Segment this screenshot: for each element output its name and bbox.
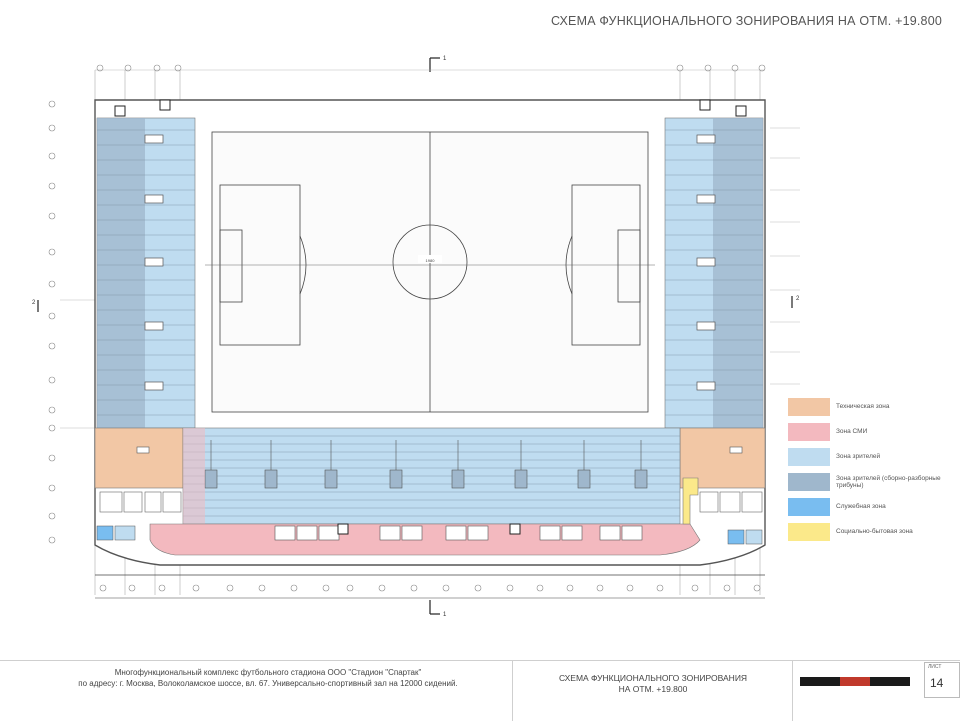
project-description-line2: по адресу: г. Москва, Волоколамское шосс… [78, 679, 458, 688]
legend-label: Зона зрителей (сборно-разборные трибуны) [836, 474, 941, 490]
service-zone-left [96, 525, 114, 541]
legend-item: Зона СМИ [788, 421, 953, 443]
legend-label: Техническая зона [836, 403, 890, 411]
project-description: Многофункциональный комплекс футбольного… [28, 667, 508, 689]
axis-markers-bottom [99, 584, 761, 592]
divider [512, 661, 513, 721]
legend-label: Зона зрителей [836, 453, 881, 461]
legend-swatch-technical [788, 398, 830, 416]
project-description-line1: Многофункциональный комплекс футбольного… [114, 668, 422, 677]
stadium-floor-plan: 1980 [32, 56, 800, 618]
legend-item: Зона зрителей [788, 446, 953, 468]
legend-swatch-spectators-removable [788, 473, 830, 491]
section-label-bottom: 1 [443, 612, 447, 618]
legend-label: Зона СМИ [836, 428, 868, 436]
drawing-title: СХЕМА ФУНКЦИОНАЛЬНОГО ЗОНИРОВАНИЯ НА ОТМ… [518, 673, 788, 695]
field-label: 1980 [426, 258, 436, 263]
social-zone [682, 477, 699, 525]
stand-vomitories [144, 134, 716, 391]
section-label-top: 1 [443, 56, 447, 62]
legend-item: Служебная зона [788, 496, 953, 518]
axis-markers-left [48, 100, 56, 544]
section-label-left: 2 [32, 300, 36, 306]
drawing-title-line1: СХЕМА ФУНКЦИОНАЛЬНОГО ЗОНИРОВАНИЯ [558, 673, 748, 683]
sheet-label: ЛИСТ [928, 664, 942, 670]
section-label-right: 2 [796, 296, 800, 302]
sheet-title: СХЕМА ФУНКЦИОНАЛЬНОГО ЗОНИРОВАНИЯ НА ОТМ… [550, 14, 942, 28]
sheet-number: 14 [930, 676, 944, 690]
media-booths [274, 525, 643, 541]
drawing-title-block: Многофункциональный комплекс футбольного… [0, 660, 960, 721]
service-zone-right [727, 529, 745, 545]
left-rooms [99, 491, 763, 513]
technical-zone-left [94, 427, 184, 489]
football-pitch [205, 131, 655, 413]
legend-item: Зона зрителей (сборно-разборные трибуны) [788, 471, 953, 493]
legend-label: Социально-бытовая зона [836, 528, 913, 536]
legend-swatch-media [788, 423, 830, 441]
axis-markers-top [96, 64, 766, 72]
legend-swatch-spectators [788, 448, 830, 466]
legend-item: Техническая зона [788, 396, 953, 418]
company-logo [800, 677, 910, 686]
left-seating-rows [97, 129, 195, 416]
drawing-title-line2: НА ОТМ. +19.800 [618, 684, 688, 694]
main-stand-vomitories [204, 469, 648, 489]
legend-item: Социально-бытовая зона [788, 521, 953, 543]
legend-swatch-social [788, 523, 830, 541]
zone-legend: Техническая зона Зона СМИ Зона зрителей … [788, 396, 953, 546]
legend-swatch-service [788, 498, 830, 516]
legend-label: Служебная зона [836, 503, 886, 511]
divider [792, 661, 793, 721]
